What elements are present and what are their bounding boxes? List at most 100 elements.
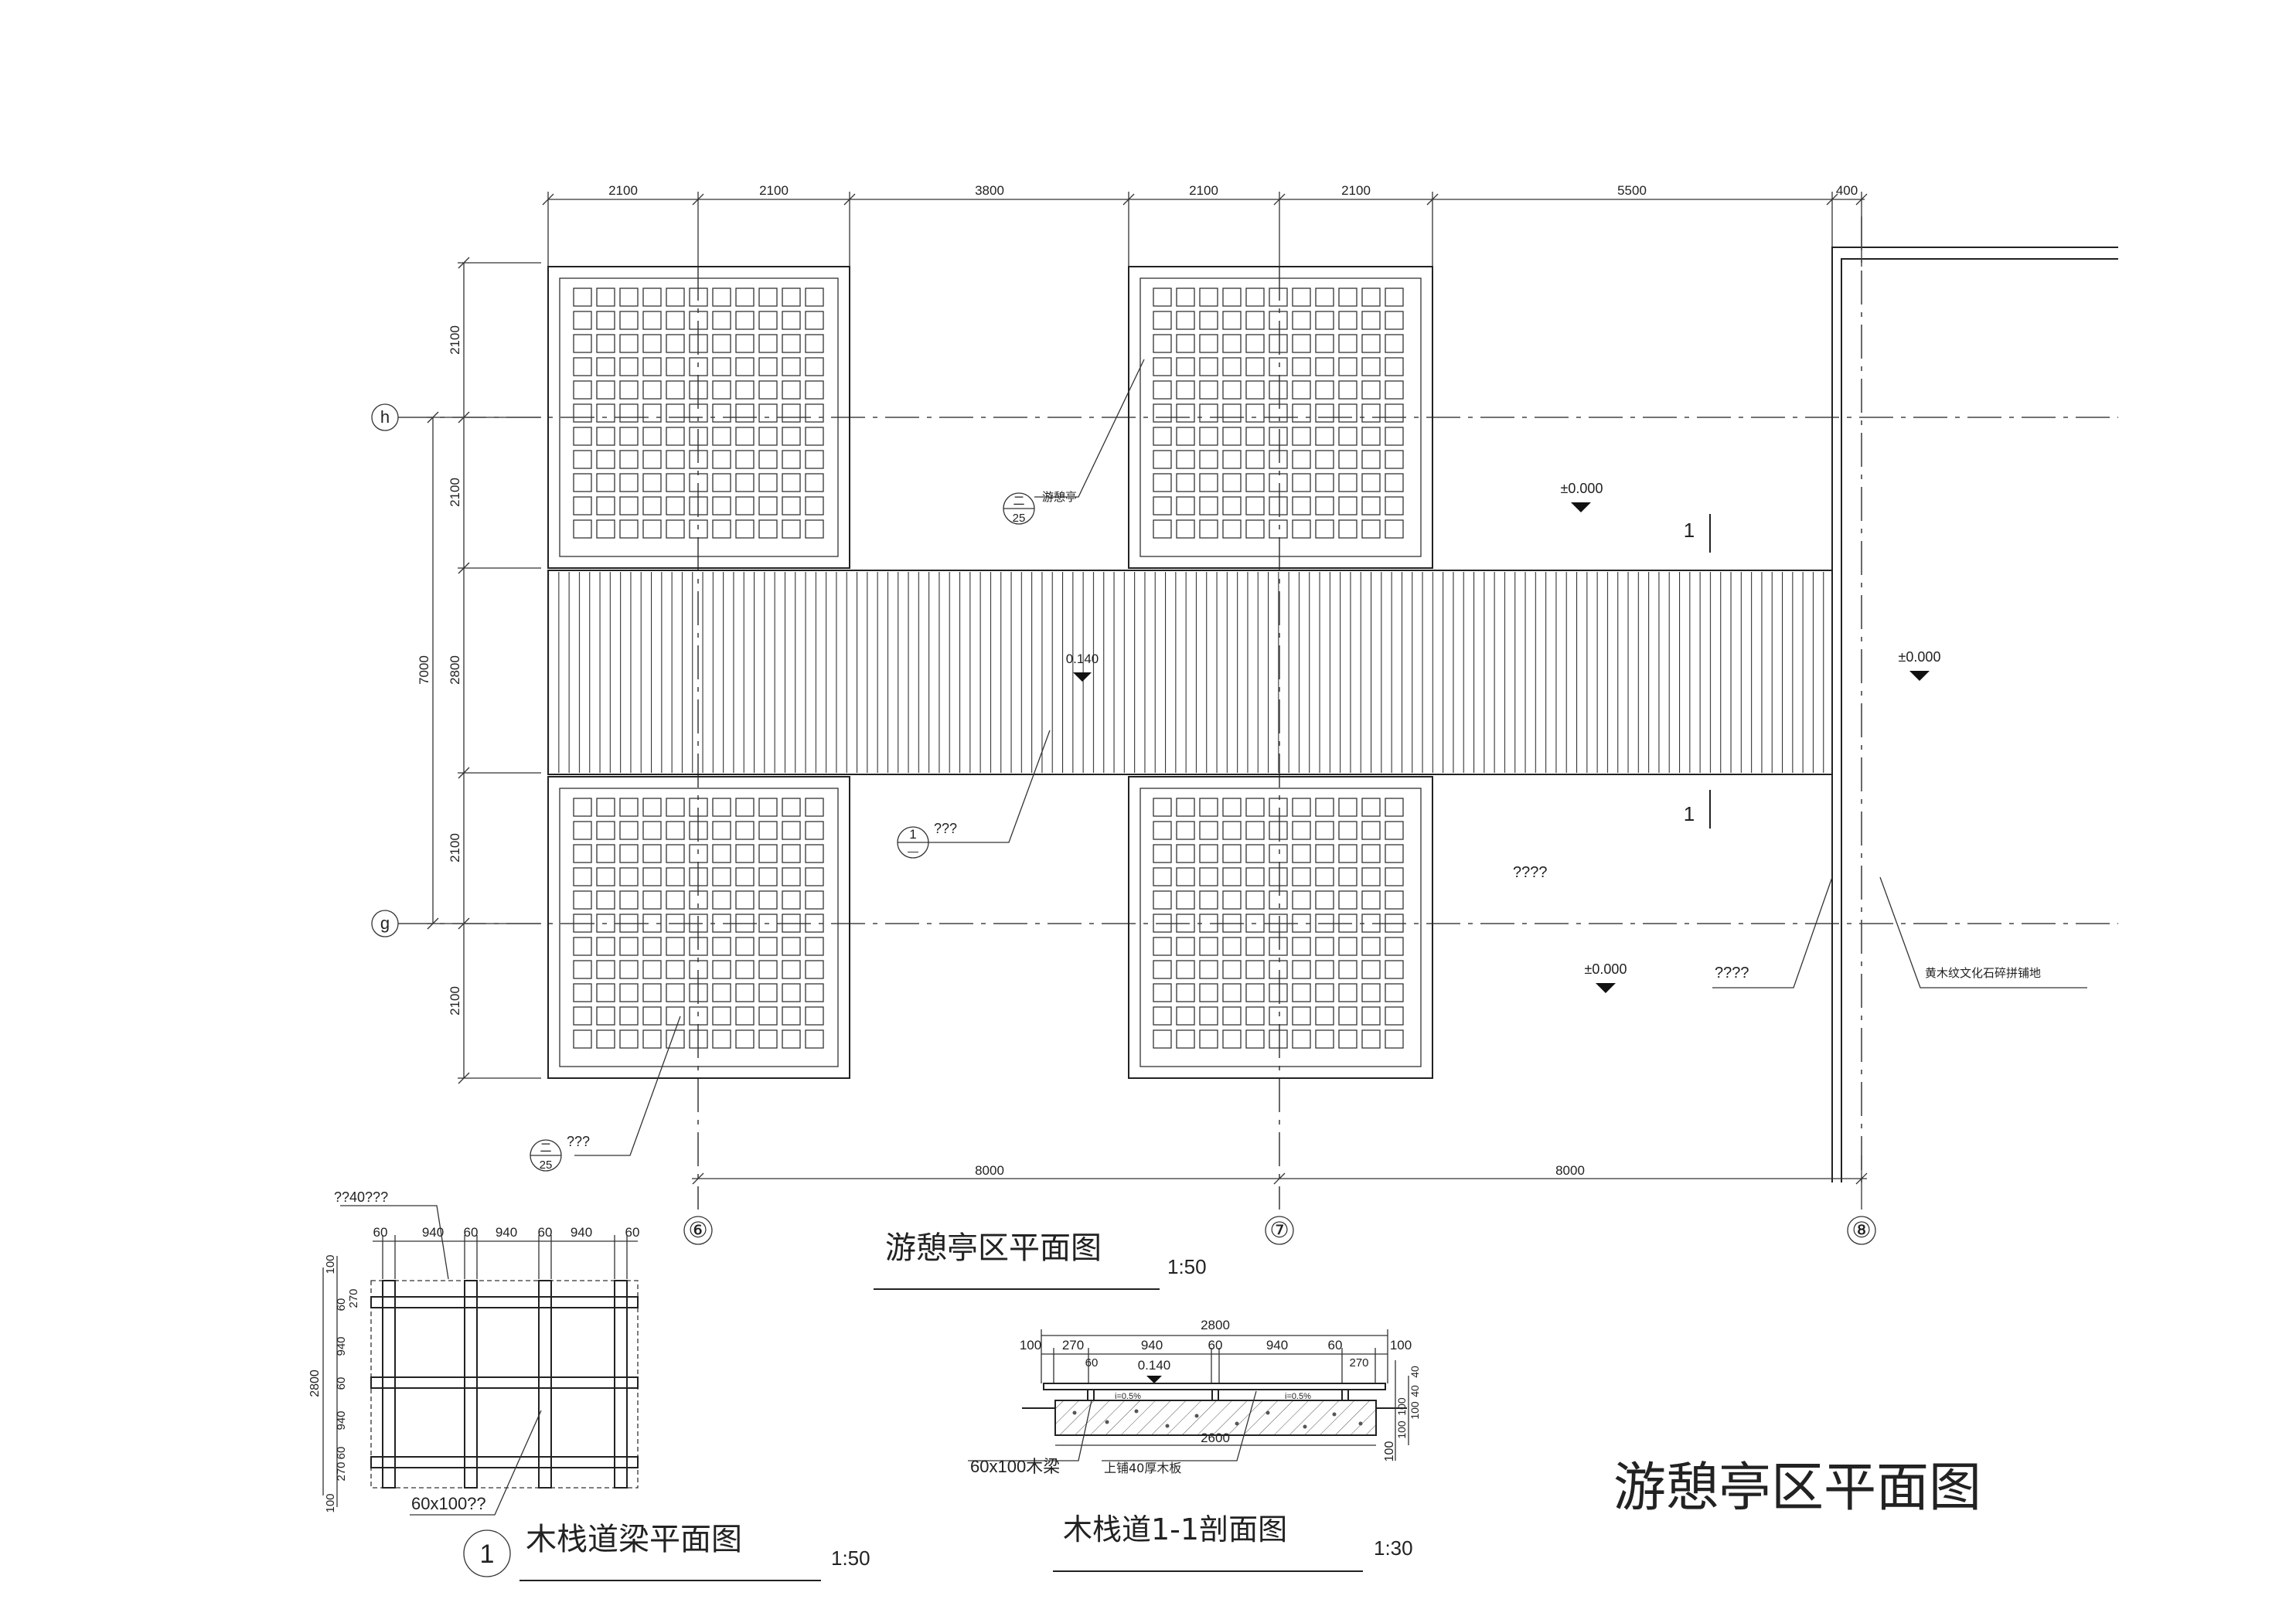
- pavilion-top-right: [1128, 266, 1433, 569]
- section-rdim-1: 40: [1409, 1366, 1421, 1378]
- elevation-boardwalk: 0.140: [1066, 652, 1099, 682]
- dim-top-3: 3800: [975, 183, 1004, 198]
- axis-label-h: h: [380, 407, 390, 427]
- bottom-dimension-chain: 8000 8000: [692, 1163, 1868, 1185]
- axis-bubble-h: [371, 403, 399, 431]
- main-title: 游憩亭区平面图: [1613, 1458, 1981, 1519]
- callout-pavilion-bottom: 25: [1013, 512, 1026, 525]
- callout-paving: 黄木纹文化石碎拼铺地: [1879, 876, 2087, 988]
- callout-edge: ????: [1712, 876, 1833, 988]
- callout-pav2-label: ???: [567, 1134, 590, 1149]
- left-dimension-chain: 2100 2100 2800 2100 2100 7000: [417, 257, 541, 1084]
- section-rdim-bottom: 100: [1383, 1441, 1396, 1462]
- beam-dim-left-5: 60: [335, 1377, 348, 1390]
- pavilion-bottom-right: [1128, 776, 1433, 1079]
- beam-plan: 60 940 60 940 60 940 60 ??40??? 2800 100…: [308, 1189, 870, 1581]
- section-elev: 0.140: [1138, 1358, 1171, 1373]
- dim-top-4: 2100: [1189, 183, 1218, 198]
- elev-bottom-right-text: ±0.000: [1585, 961, 1627, 977]
- beam-dim-left-total: 2800: [308, 1370, 322, 1397]
- section-rdim-5: 100: [1395, 1421, 1408, 1439]
- section-label-joist: 60x100木梁: [970, 1457, 1060, 1476]
- elevation-far-right: ±0.000: [1899, 649, 1941, 681]
- section-dim-3: 940: [1141, 1338, 1163, 1352]
- elevation-top-right: ±0.000: [1561, 481, 1603, 512]
- label-paving: 黄木纹文化石碎拼铺地: [1925, 966, 2041, 980]
- dim-bottom-1: 8000: [975, 1163, 1004, 1178]
- pavilion-bottom-left: [547, 776, 850, 1079]
- beam-dim-top-6: 940: [571, 1225, 592, 1240]
- section-inner: 2600: [1201, 1431, 1230, 1445]
- beam-label: 60x100??: [411, 1494, 486, 1513]
- section-dim-7: 270: [1349, 1356, 1368, 1370]
- elev-far-right-text: ±0.000: [1899, 649, 1941, 665]
- section-1-1: 2800 100 270 940 60 940 60 270 100 60 0.…: [968, 1318, 1421, 1572]
- dim-left-3: 2800: [448, 655, 462, 685]
- section-cut-bottom: 1: [1684, 790, 1711, 829]
- callout-walk-sub: —: [908, 845, 918, 857]
- pavilion-top-left: [547, 266, 850, 569]
- beam-title: 木栈道梁平面图: [526, 1522, 742, 1557]
- callout-pavilion-label: 游憩亭: [1042, 490, 1077, 504]
- beam-dim-top-2: 940: [422, 1225, 444, 1240]
- axis-bubble-8: [1847, 1216, 1876, 1245]
- axis-label-8: ⑧: [1851, 1218, 1871, 1242]
- dim-left-total: 7000: [417, 655, 431, 685]
- axis-label-6: ⑥: [688, 1218, 707, 1242]
- dim-left-1: 2100: [448, 325, 462, 355]
- plan-scale: 1:50: [1167, 1255, 1207, 1278]
- boundary-wall: [1831, 216, 2118, 1182]
- beam-dim-top-3: 60: [464, 1225, 479, 1240]
- axis-bubble-6: [683, 1216, 713, 1245]
- beam-dim-top-7: 60: [625, 1225, 640, 1240]
- elev-top-right-text: ±0.000: [1561, 481, 1603, 496]
- axis-label-g: g: [380, 914, 390, 933]
- section-dim-2: 270: [1062, 1338, 1084, 1352]
- section-rdim-4: 40: [1409, 1385, 1421, 1397]
- section-rdim-2: 100: [1395, 1397, 1408, 1416]
- dim-top-5: 2100: [1341, 183, 1371, 198]
- section-dim-1: 100: [1020, 1338, 1041, 1352]
- dim-left-2: 2100: [448, 478, 462, 507]
- dim-top-6: 5500: [1617, 183, 1647, 198]
- beam-dim-top-1: 60: [373, 1225, 388, 1240]
- beam-scale: 1:50: [831, 1546, 870, 1570]
- dim-top-2: 2100: [759, 183, 789, 198]
- callout-pavilion-2: ??? 二 25: [530, 1016, 681, 1172]
- section-dim-5: 940: [1266, 1338, 1288, 1352]
- section-rdim-3: 100: [1409, 1401, 1421, 1420]
- beam-dim-left-1: 100: [324, 1254, 337, 1274]
- beam-dim-left-3: 270: [347, 1288, 360, 1308]
- dim-top-1: 2100: [608, 183, 638, 198]
- callout-walk-num: 1: [909, 827, 916, 842]
- main-plan: 2100 2100 3800 2100 2100 5500 400: [371, 183, 2118, 1290]
- label-unknown-area: ????: [1513, 864, 1548, 881]
- section-title: 木栈道1-1剖面图: [1063, 1512, 1287, 1546]
- section-cut-top: 1: [1684, 514, 1711, 553]
- dim-top-7: 400: [1836, 183, 1858, 198]
- elev-boardwalk-text: 0.140: [1066, 652, 1099, 666]
- section-scale: 1:30: [1374, 1536, 1413, 1560]
- elevation-bottom-right: ±0.000: [1585, 961, 1627, 993]
- plan-title: 游憩亭区平面图: [885, 1230, 1102, 1266]
- section-dim-8: 100: [1390, 1338, 1412, 1352]
- callout-pavilion: 游憩亭 二 25: [1003, 359, 1145, 525]
- beam-dim-left-4: 940: [335, 1336, 348, 1356]
- section-mark-bottom: 1: [1684, 802, 1695, 825]
- axis-bubble-g: [371, 910, 399, 937]
- section-dim-6: 60: [1328, 1338, 1343, 1352]
- beam-dim-top-5: 60: [538, 1225, 553, 1240]
- axis-bubble-7: [1265, 1216, 1294, 1245]
- plan-title-block: 游憩亭区平面图 1:50: [874, 1230, 1207, 1290]
- beam-dim-left-6: 940: [335, 1410, 348, 1430]
- callout-pav2-top: 二: [540, 1141, 551, 1155]
- beam-dim-left-8: 270: [335, 1461, 348, 1481]
- section-mark-top: 1: [1684, 519, 1695, 542]
- section-dim-4: 60: [1208, 1338, 1223, 1352]
- beam-dim-top-4: 940: [496, 1225, 517, 1240]
- boardwalk: [547, 570, 1833, 775]
- beam-top-label: ??40???: [334, 1189, 388, 1205]
- section-total: 2800: [1201, 1318, 1230, 1332]
- beam-dim-left-9: 100: [324, 1493, 337, 1512]
